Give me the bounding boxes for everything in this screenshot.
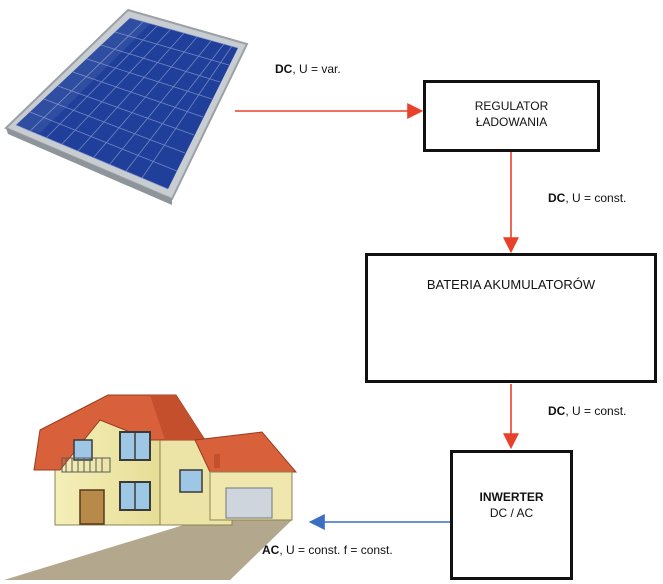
regulator-line2: ŁADOWANIA <box>426 114 597 130</box>
battery-title: BATERIA AKUMULATORÓW <box>368 277 654 293</box>
flow-label-regulator-battery: DC, U = const. <box>548 191 626 205</box>
inverter-box: INWERTER DC / AC <box>450 450 573 580</box>
flow-label-battery-inverter: DC, U = const. <box>548 404 626 418</box>
solar-panel-image <box>6 10 247 205</box>
house-image <box>4 395 296 580</box>
flow-label-inverter-house: AC, U = const. f = const. <box>262 543 393 557</box>
charge-regulator-box: REGULATOR ŁADOWANIA <box>423 80 600 152</box>
inverter-subtitle: DC / AC <box>453 505 570 521</box>
inverter-title: INWERTER <box>453 489 570 505</box>
battery-bank-box: BATERIA AKUMULATORÓW <box>365 253 657 383</box>
flow-label-panel-regulator: DC, U = var. <box>275 62 341 76</box>
regulator-line1: REGULATOR <box>426 98 597 114</box>
